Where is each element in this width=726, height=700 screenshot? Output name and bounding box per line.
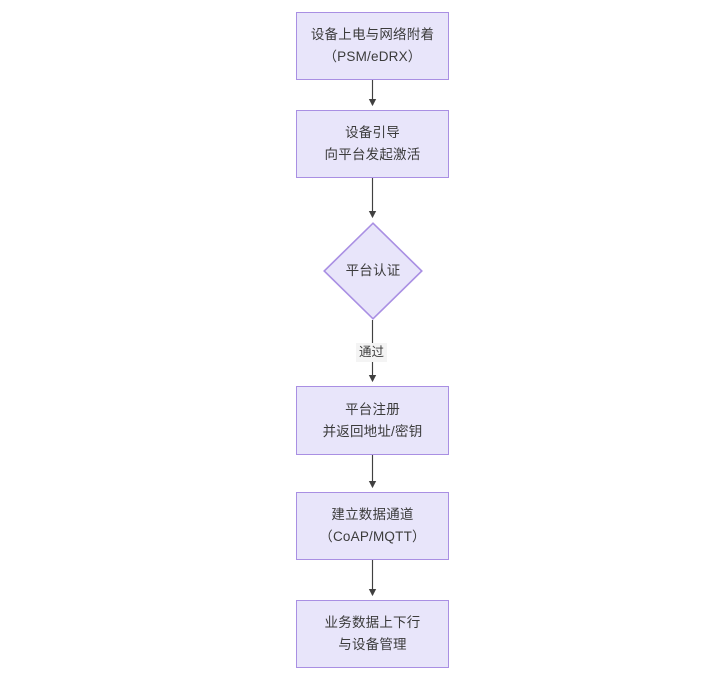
node-power-on-line2: （PSM/eDRX） [323, 49, 422, 64]
node-data-channel[interactable]: 建立数据通道 （CoAP/MQTT） [296, 492, 449, 560]
edge-label-pass: 通过 [356, 343, 388, 362]
node-service-data-line1: 业务数据上下行 [324, 615, 421, 631]
node-platform-register[interactable]: 平台注册 并返回地址/密钥 [296, 386, 449, 455]
diamond-shape [323, 222, 423, 320]
node-platform-register-line2: 并返回地址/密钥 [322, 423, 423, 439]
node-bootstrap-line1: 设备引导 [345, 125, 400, 141]
edge-label-pass-text: 通过 [359, 345, 385, 359]
node-bootstrap[interactable]: 设备引导 向平台发起激活 [296, 110, 449, 178]
node-bootstrap-line2: 向平台发起激活 [324, 147, 421, 162]
node-platform-register-line1: 平台注册 [345, 401, 400, 417]
decision-platform-auth-label: 平台认证 [345, 263, 401, 279]
node-service-data[interactable]: 业务数据上下行 与设备管理 [296, 600, 449, 668]
decision-platform-auth[interactable]: 平台认证 [323, 222, 423, 320]
node-service-data-line2: 与设备管理 [338, 637, 407, 652]
node-data-channel-line2: （CoAP/MQTT） [319, 529, 426, 544]
node-power-on[interactable]: 设备上电与网络附着 （PSM/eDRX） [296, 12, 449, 80]
node-power-on-line1: 设备上电与网络附着 [310, 27, 435, 43]
node-data-channel-line1: 建立数据通道 [331, 507, 414, 523]
